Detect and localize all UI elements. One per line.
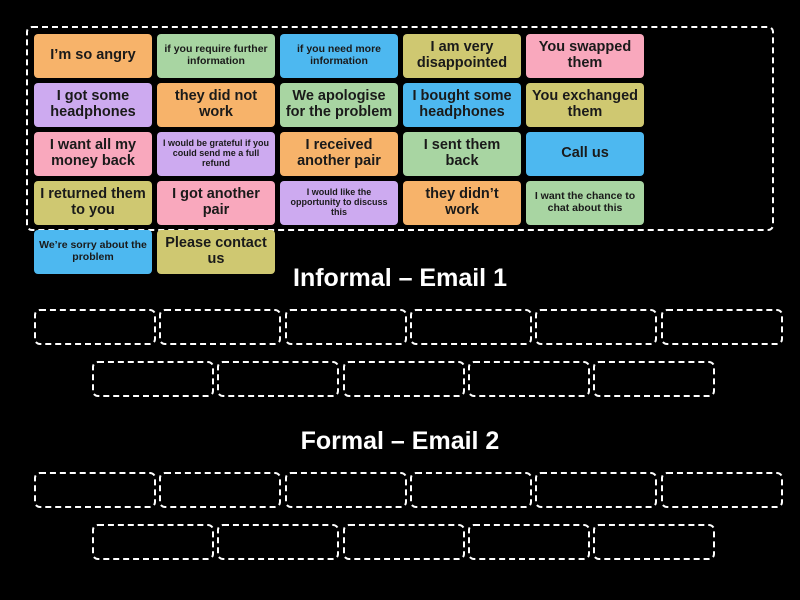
word-tile[interactable]: I am very disappointed — [403, 34, 521, 78]
drop-slot[interactable] — [410, 309, 532, 345]
drop-slot[interactable] — [34, 309, 156, 345]
drop-slot[interactable] — [285, 472, 407, 508]
drop-slot[interactable] — [343, 361, 465, 397]
word-tile[interactable]: I want the chance to chat about this — [526, 181, 644, 225]
formal-drop-row-2 — [92, 524, 715, 560]
drop-slot[interactable] — [285, 309, 407, 345]
section-title-formal: Formal – Email 2 — [300, 427, 500, 455]
drop-slot[interactable] — [410, 472, 532, 508]
word-tile[interactable]: I sent them back — [403, 132, 521, 176]
word-tile[interactable]: We’re sorry about the problem — [34, 230, 152, 274]
word-tile[interactable]: I would like the opportunity to discuss … — [280, 181, 398, 225]
word-tile[interactable]: if you require further information — [157, 34, 275, 78]
word-tile[interactable]: if you need more information — [280, 34, 398, 78]
drop-slot[interactable] — [217, 361, 339, 397]
word-tile[interactable]: I bought some headphones — [403, 83, 521, 127]
drop-slot[interactable] — [468, 361, 590, 397]
section-title-informal: Informal – Email 1 — [293, 264, 507, 292]
word-tile[interactable]: We apologise for the problem — [280, 83, 398, 127]
informal-drop-row-1 — [34, 309, 783, 345]
formal-drop-row-1 — [34, 472, 783, 508]
drop-slot[interactable] — [34, 472, 156, 508]
word-tile[interactable]: I would be grateful if you could send me… — [157, 132, 275, 176]
drop-slot[interactable] — [593, 361, 715, 397]
drop-slot[interactable] — [217, 524, 339, 560]
drop-slot[interactable] — [593, 524, 715, 560]
drop-slot[interactable] — [343, 524, 465, 560]
drop-slot[interactable] — [535, 472, 657, 508]
drop-slot[interactable] — [468, 524, 590, 560]
word-tile[interactable]: Call us — [526, 132, 644, 176]
word-tile[interactable]: You exchanged them — [526, 83, 644, 127]
drop-slot[interactable] — [661, 472, 783, 508]
drop-slot[interactable] — [159, 472, 281, 508]
word-tile[interactable]: I got some headphones — [34, 83, 152, 127]
drop-slot[interactable] — [92, 361, 214, 397]
word-tile[interactable]: I’m so angry — [34, 34, 152, 78]
drop-slot[interactable] — [159, 309, 281, 345]
drop-slot[interactable] — [92, 524, 214, 560]
drop-slot[interactable] — [535, 309, 657, 345]
informal-drop-row-2 — [92, 361, 715, 397]
word-tile[interactable]: I received another pair — [280, 132, 398, 176]
word-tile[interactable]: I returned them to you — [34, 181, 152, 225]
word-tile[interactable]: Please contact us — [157, 230, 275, 274]
drop-slot[interactable] — [661, 309, 783, 345]
word-tile[interactable]: You swapped them — [526, 34, 644, 78]
word-tile[interactable]: I got another pair — [157, 181, 275, 225]
word-tile[interactable]: they didn’t work — [403, 181, 521, 225]
word-tile[interactable]: they did not work — [157, 83, 275, 127]
word-tile[interactable]: I want all my money back — [34, 132, 152, 176]
